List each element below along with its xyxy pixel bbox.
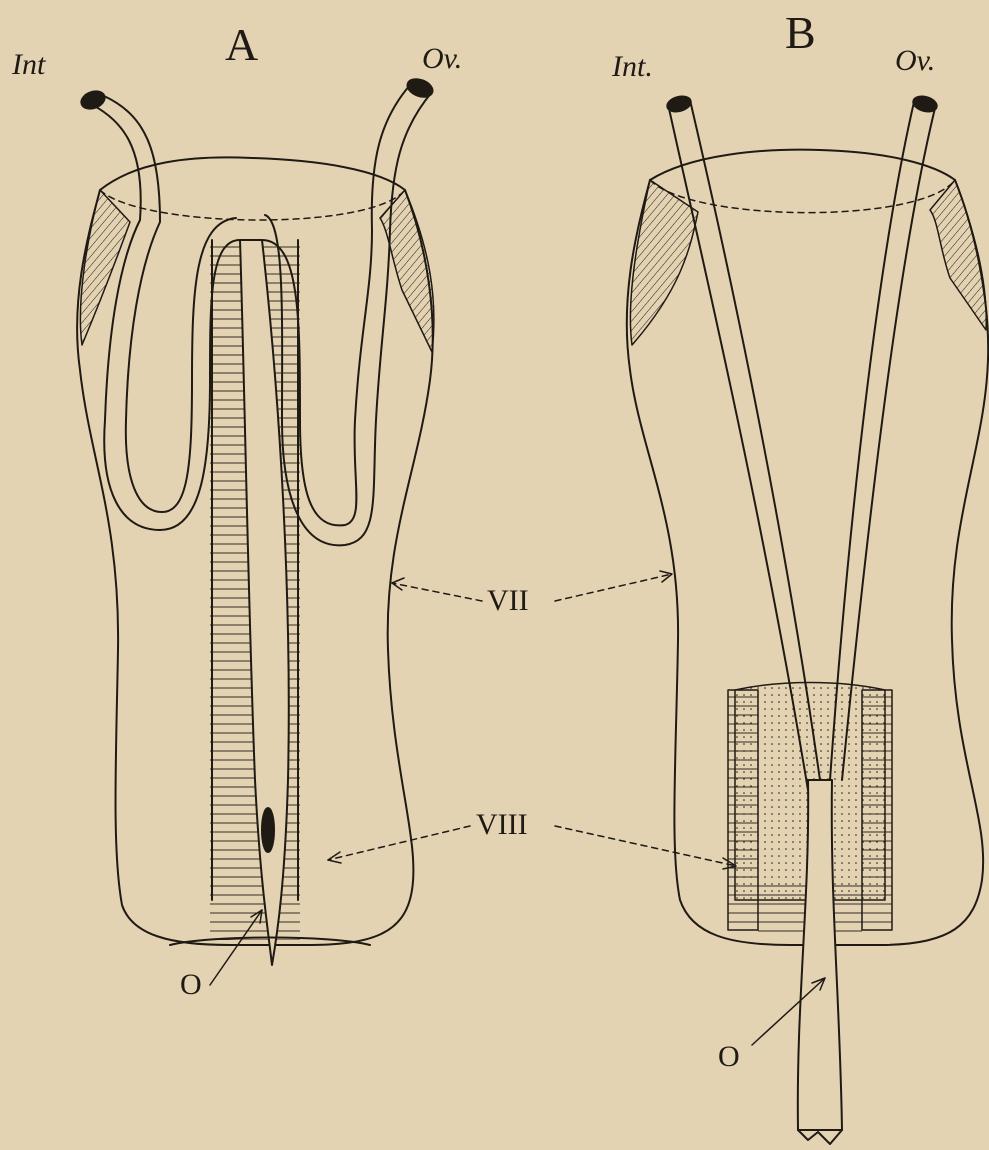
tube-end-left-a xyxy=(79,88,107,111)
rim-back-b xyxy=(650,150,955,180)
label-int-a: Int xyxy=(12,50,45,80)
panel-b-letter: B xyxy=(785,10,816,56)
ridged-wall-left-b xyxy=(728,690,758,930)
label-segment-8: VIII xyxy=(476,810,528,840)
label-opening-a: O xyxy=(180,970,202,1000)
label-ov-a: Ov. xyxy=(422,44,462,74)
label-opening-b: O xyxy=(718,1042,740,1072)
label-segment-7: VII xyxy=(487,586,529,616)
tube-end-left-b xyxy=(666,94,693,114)
tube-end-right-b xyxy=(912,94,939,114)
hatched-side-left-b xyxy=(630,180,698,345)
hatched-side-right-b xyxy=(930,180,986,330)
panel-b xyxy=(627,94,988,1144)
label-int-b: Int. xyxy=(612,52,653,82)
rim-front-b xyxy=(650,180,955,213)
tube-end-right-a xyxy=(405,76,435,100)
rim-front-a xyxy=(100,190,405,220)
panel-a-letter: A xyxy=(225,22,258,68)
ridged-wall-right-b xyxy=(862,690,892,930)
panel-a xyxy=(77,76,435,965)
label-ov-b: Ov. xyxy=(895,46,935,76)
rim-back-a xyxy=(100,157,405,190)
